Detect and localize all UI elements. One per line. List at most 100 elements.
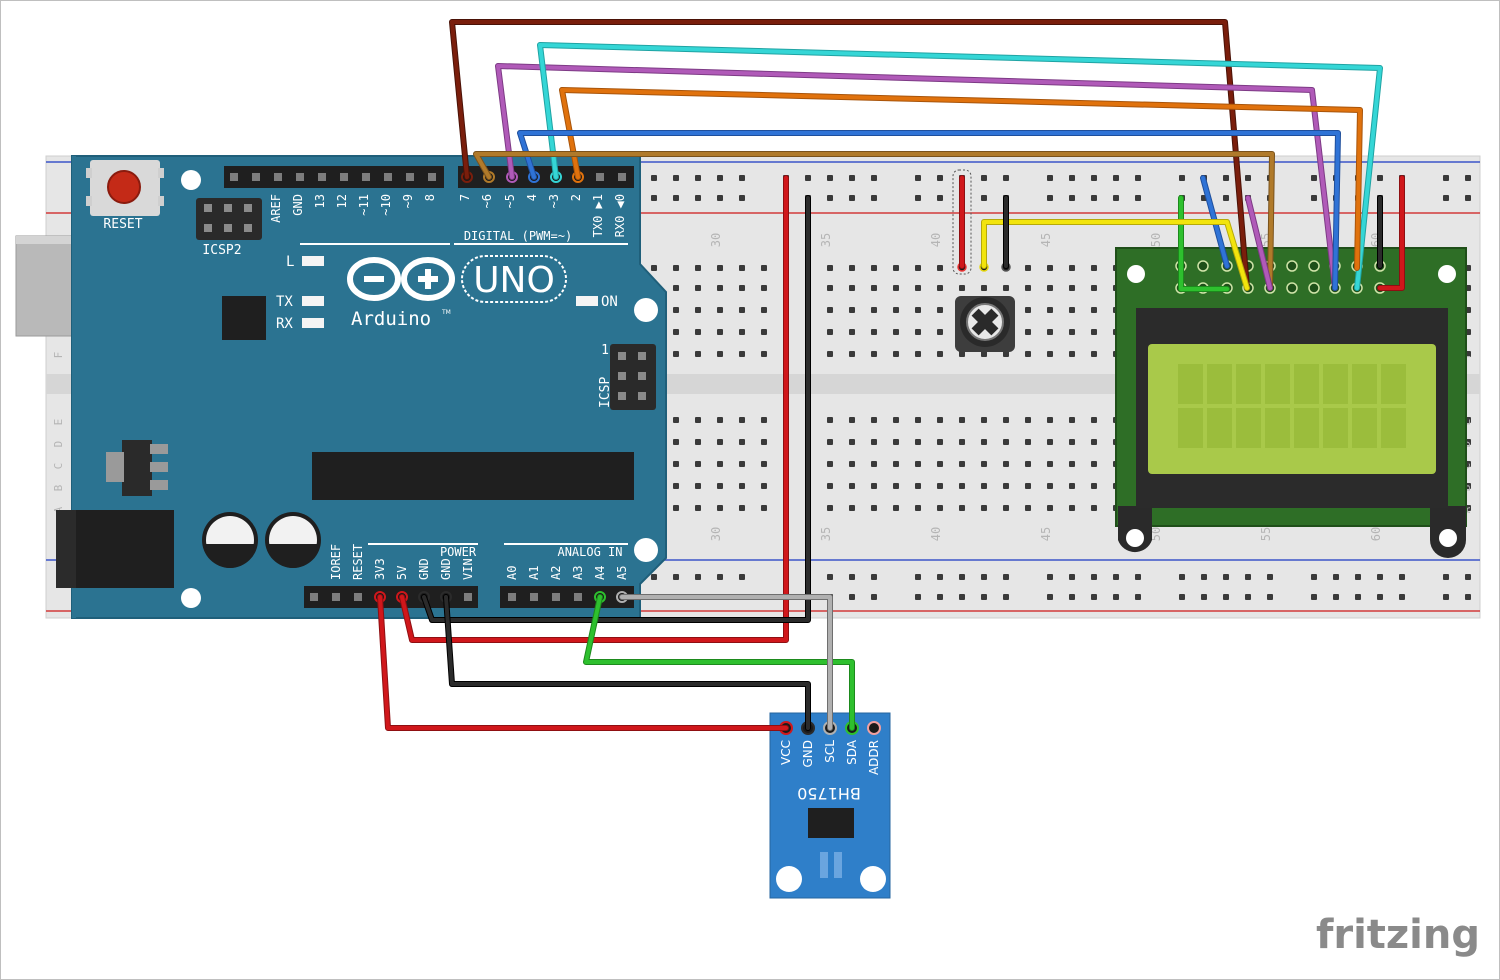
- breadboard-hole: [761, 483, 767, 489]
- breadboard-hole: [695, 285, 701, 291]
- breadboard-hole: [849, 505, 855, 511]
- breadboard-hole: [981, 483, 987, 489]
- breadboard-hole: [915, 461, 921, 467]
- analog-pin-label: A1: [527, 566, 541, 580]
- sensor-name: BH1750: [797, 784, 861, 803]
- breadboard-hole: [739, 505, 745, 511]
- digital-pin-label: ~3: [547, 194, 561, 208]
- breadboard-hole: [761, 439, 767, 445]
- breadboard-hole: [937, 417, 943, 423]
- lcd-char-cell: [1265, 408, 1290, 448]
- breadboard-hole: [695, 505, 701, 511]
- breadboard-hole: [981, 195, 987, 201]
- digital-pin-label: 12: [335, 194, 349, 208]
- power-pin-label: 3V3: [373, 558, 387, 580]
- digital-pin-label: RX0 ◀0: [613, 194, 627, 237]
- breadboard-hole: [849, 307, 855, 313]
- breadboard-hole: [695, 351, 701, 357]
- header-pin: [310, 593, 318, 601]
- mounting-hole: [181, 588, 201, 608]
- breadboard-column-number: 60: [1369, 527, 1383, 541]
- sensor-pin-label: VCC: [779, 740, 793, 765]
- lcd-char-cell: [1323, 408, 1348, 448]
- breadboard-hole: [739, 175, 745, 181]
- lcd-char-cell: [1352, 408, 1377, 448]
- breadboard-hole: [673, 505, 679, 511]
- digital-pin-label: ~11: [357, 194, 371, 216]
- breadboard-hole: [1399, 574, 1405, 580]
- breadboard-hole: [761, 329, 767, 335]
- breadboard-hole: [1003, 483, 1009, 489]
- breadboard-hole: [959, 351, 965, 357]
- breadboard-hole: [739, 307, 745, 313]
- breadboard-hole: [673, 307, 679, 313]
- breadboard-hole: [1135, 594, 1141, 600]
- breadboard-hole: [1245, 574, 1251, 580]
- breadboard-hole: [937, 195, 943, 201]
- breadboard-hole: [827, 265, 833, 271]
- breadboard-hole: [937, 461, 943, 467]
- breadboard-hole: [695, 265, 701, 271]
- breadboard-hole: [695, 195, 701, 201]
- breadboard-hole: [651, 265, 657, 271]
- breadboard-hole: [695, 574, 701, 580]
- breadboard-hole: [695, 461, 701, 467]
- header-pin: [618, 173, 626, 181]
- breadboard-hole: [1047, 594, 1053, 600]
- breadboard-hole: [915, 594, 921, 600]
- power-pin-label: IOREF: [329, 544, 343, 580]
- breadboard-hole: [915, 265, 921, 271]
- mounting-hole: [860, 866, 886, 892]
- breadboard-hole: [959, 439, 965, 445]
- breadboard-hole: [717, 329, 723, 335]
- breadboard-hole: [717, 265, 723, 271]
- breadboard-row-letter: C: [52, 463, 65, 470]
- reset-button-cap[interactable]: [107, 170, 141, 204]
- breadboard-hole: [1025, 285, 1031, 291]
- breadboard-hole: [717, 351, 723, 357]
- breadboard-hole: [937, 594, 943, 600]
- breadboard-hole: [1113, 195, 1119, 201]
- breadboard-hole: [1003, 417, 1009, 423]
- sensor-pin-label: SDA: [845, 739, 859, 765]
- breadboard-hole: [827, 417, 833, 423]
- breadboard-column-number: 55: [1259, 527, 1273, 541]
- digital-pin-label: 4: [525, 194, 539, 201]
- breadboard-hole: [893, 461, 899, 467]
- breadboard-hole: [1069, 195, 1075, 201]
- header-pin: [384, 173, 392, 181]
- breadboard-hole: [849, 417, 855, 423]
- uno-label: UNO: [473, 260, 555, 301]
- power-header: [304, 586, 478, 608]
- breadboard-hole: [1025, 461, 1031, 467]
- usb-chip: [222, 296, 266, 340]
- lcd-char-cell: [1323, 364, 1348, 404]
- breadboard-hole: [673, 329, 679, 335]
- breadboard-hole: [739, 574, 745, 580]
- breadboard-hole: [849, 351, 855, 357]
- atmega-chip: [312, 452, 634, 500]
- power-analog-pins: [310, 591, 628, 603]
- breadboard-row-letter: B: [52, 484, 65, 491]
- breadboard-hole: [1003, 439, 1009, 445]
- breadboard-hole: [1311, 195, 1317, 201]
- breadboard-hole: [981, 439, 987, 445]
- breadboard-hole: [739, 417, 745, 423]
- breadboard-hole: [981, 417, 987, 423]
- breadboard-hole: [981, 285, 987, 291]
- lcd-char-cell: [1294, 364, 1319, 404]
- breadboard-column-number: 35: [819, 233, 833, 247]
- breadboard-hole: [849, 594, 855, 600]
- lcd-pin: [1197, 260, 1209, 272]
- breadboard-hole: [1091, 307, 1097, 313]
- breadboard-hole: [915, 175, 921, 181]
- breadboard-hole: [893, 285, 899, 291]
- breadboard-hole: [717, 461, 723, 467]
- breadboard-hole: [959, 505, 965, 511]
- breadboard-hole: [849, 285, 855, 291]
- breadboard-hole: [871, 505, 877, 511]
- breadboard-hole: [739, 195, 745, 201]
- breadboard-hole: [1377, 175, 1383, 181]
